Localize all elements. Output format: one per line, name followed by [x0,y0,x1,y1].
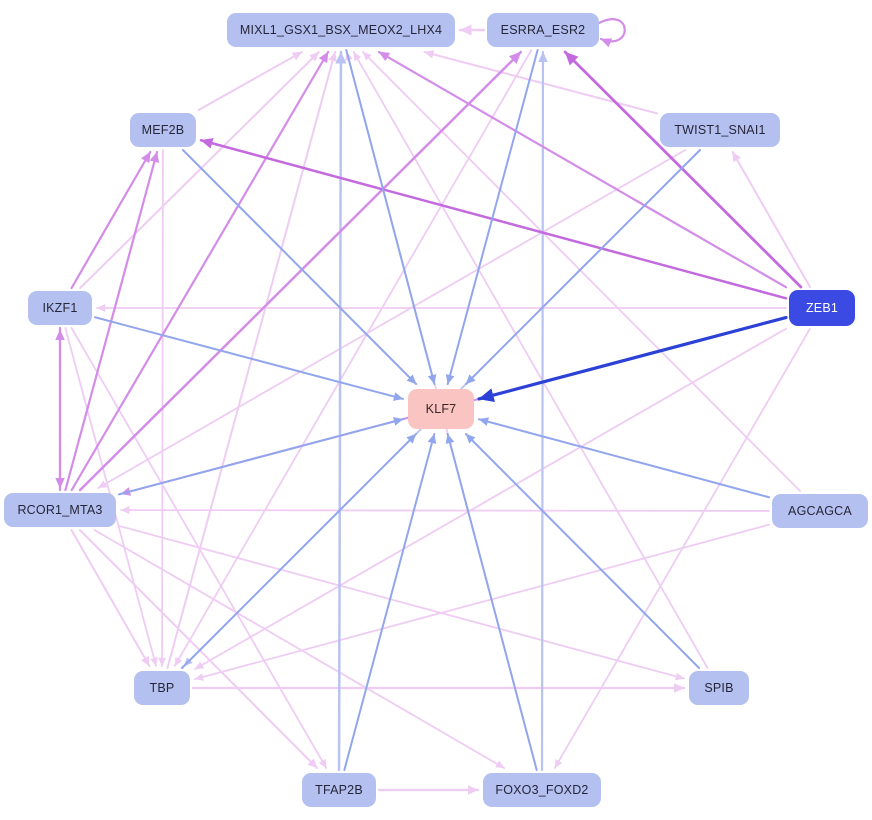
edge-IKZF1-MEF2B [70,150,152,290]
edge-TBP-MIXL1 [166,51,337,669]
edge-RCOR1-TBP [70,529,151,667]
node-KLF7[interactable]: KLF7 [408,389,474,429]
edge-ZEB1-KLF7 [477,315,788,402]
node-ZEB1[interactable]: ZEB1 [789,290,855,326]
node-RCOR1[interactable]: RCOR1_MTA3 [4,493,116,527]
node-label-ESRRA: ESRRA_ESR2 [500,23,586,37]
edge-ESRRA-TBP [173,49,533,667]
edge-MIXL1-KLF7 [345,49,437,385]
node-label-FOXO3: FOXO3_FOXD2 [495,783,589,797]
node-MEF2B[interactable]: MEF2B [130,113,196,147]
edge-IKZF1-KLF7 [94,316,404,401]
edge-ZEB1-TBP [194,327,787,670]
edge-SPIB-MIXL1 [352,51,709,669]
node-label-TWIST1: TWIST1_SNAI1 [674,123,766,137]
node-label-IKZF1: IKZF1 [42,301,78,315]
edge-MEF2B-MIXL1 [197,51,303,111]
edge-AGCAGCA-TBP [194,523,770,681]
node-AGCAGCA[interactable]: AGCAGCA [772,494,868,528]
edge-SPIB-KLF7 [464,433,701,669]
edge-TBP-KLF7 [181,433,417,669]
edge-RCOR1-SPIB [118,525,685,681]
edge-ESRRA-KLF7 [445,49,539,385]
edge-TWIST1-RCOR1 [97,149,687,489]
edge-FOXO3-KLF7 [445,433,538,771]
node-TBP[interactable]: TBP [134,671,190,705]
node-ESRRA[interactable]: ESRRA_ESR2 [487,13,599,47]
edge-RCOR1-KLF7 [118,417,404,496]
edge-RCOR1-FOXO3 [93,529,506,769]
node-label-ZEB1: ZEB1 [805,301,839,315]
edge-RCOR1-MIXL1 [70,50,330,492]
node-label-SPIB: SPIB [704,681,734,695]
edge-AGCAGCA-KLF7 [478,417,770,499]
node-label-KLF7: KLF7 [425,402,457,416]
edge-TFAP2B-MIXL1 [335,50,347,772]
node-label-MIXL1: MIXL1_GSX1_BSX_MEOX2_LHX4 [239,23,443,37]
edge-AGCAGCA-RCOR1 [120,506,770,515]
edge-MEF2B-KLF7 [181,149,418,385]
edge-ZEB1-MIXL1 [377,50,788,289]
edge-ESRRA-ESRRA [597,18,626,48]
edge-RCOR1-ESRRA [78,50,523,492]
edge-TWIST1-MIXL1 [423,50,658,115]
node-label-TFAP2B: TFAP2B [315,783,363,797]
edge-ZEB1-MEF2B [199,137,788,300]
node-IKZF1[interactable]: IKZF1 [28,291,92,325]
edge-ZEB1-TWIST1 [731,151,811,288]
node-label-AGCAGCA: AGCAGCA [788,504,852,518]
edge-TFAP2B-KLF7 [343,433,437,771]
edge-ZEB1-ESRRA [563,50,803,289]
node-FOXO3[interactable]: FOXO3_FOXD2 [483,773,601,807]
node-label-RCOR1: RCOR1_MTA3 [17,503,103,517]
edge-FOXO3-ESRRA [538,50,548,772]
node-label-TBP: TBP [149,681,175,695]
node-SPIB[interactable]: SPIB [689,671,749,705]
node-TWIST1[interactable]: TWIST1_SNAI1 [660,113,780,147]
node-MIXL1[interactable]: MIXL1_GSX1_BSX_MEOX2_LHX4 [227,13,455,47]
edge-RCOR1-TFAP2B [78,529,319,769]
edge-TWIST1-KLF7 [465,149,701,385]
node-label-MEF2B: MEF2B [141,123,185,137]
edge-IKZF1-MIXL1 [79,51,320,289]
edge-AGCAGCA-MIXL1 [362,51,801,492]
node-TFAP2B[interactable]: TFAP2B [302,773,376,807]
